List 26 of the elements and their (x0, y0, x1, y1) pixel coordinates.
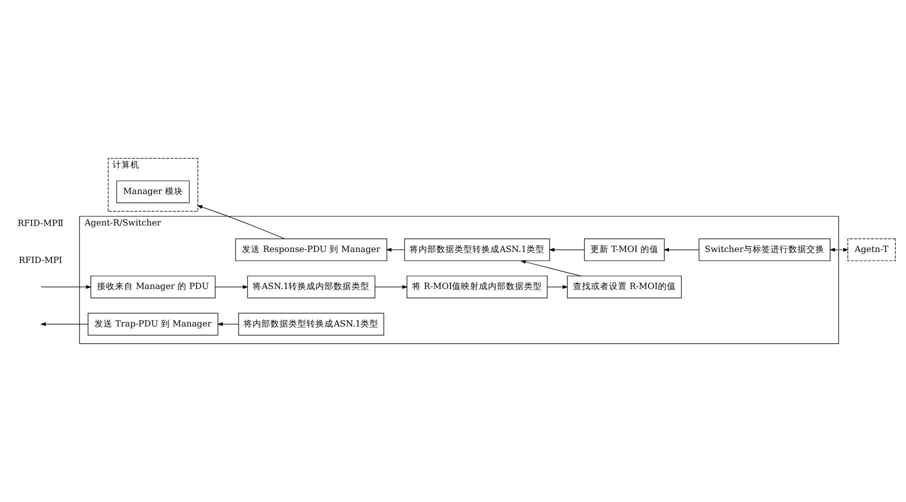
node-box: 将ASN.1转换成内部数据类型 (247, 276, 376, 298)
node-box: Switcher与标签进行数据交换 (698, 238, 830, 262)
node-box: 将 R-MOI值映射成内部数据类型 (406, 276, 548, 298)
label: RFID-MPⅡ (18, 218, 64, 229)
node-box: 发送 Response-PDU 到 Manager (235, 238, 388, 262)
arrow (386, 248, 405, 252)
arrow (40, 285, 92, 289)
arrow (829, 248, 849, 252)
node-box: 将内部数据类型转换成ASN.1类型 (238, 312, 384, 336)
arrow (520, 260, 581, 276)
node-box: 发送 Trap-PDU 到 Manager (88, 312, 218, 336)
node-box: Manager 模块 (116, 180, 190, 204)
arrow (40, 322, 88, 326)
arrow (217, 322, 239, 326)
arrow (374, 285, 408, 289)
label: RFID-MPⅠ (18, 256, 62, 266)
node-box: 将内部数据类型转换成ASN.1类型 (404, 238, 550, 262)
node-box: 接收来自 Manager 的 PDU (90, 276, 216, 298)
node-box: Agetn-T (848, 238, 896, 262)
node-box: 更新 T-MOI 的值 (584, 238, 665, 262)
arrow (664, 248, 700, 252)
arrow (196, 205, 285, 240)
arrow (214, 285, 248, 289)
arrow (547, 285, 568, 289)
node-box: 查找或者设置 R-MOI的值 (567, 276, 682, 298)
arrow (548, 248, 585, 252)
